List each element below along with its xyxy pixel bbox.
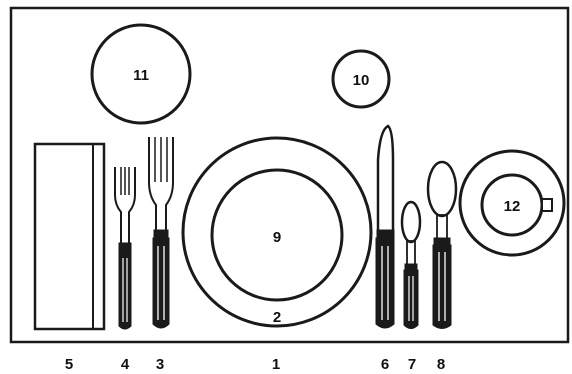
caption-knife: 6	[381, 356, 389, 373]
salad-fork	[115, 167, 135, 329]
dinner-plate-label: 2	[273, 309, 281, 326]
caption-plate: 1	[272, 356, 280, 373]
napkin	[35, 144, 104, 329]
caption-dinner-fork: 3	[156, 356, 164, 373]
cup-and-saucer-label: 12	[504, 198, 521, 215]
dinner-knife	[376, 126, 394, 328]
caption-salad-fork: 4	[121, 356, 130, 373]
caption-soup-spoon: 8	[437, 356, 445, 373]
caption-teaspoon: 7	[408, 356, 416, 373]
caption-napkin: 5	[65, 356, 73, 373]
water-glass-label: 10	[353, 72, 370, 89]
center-plate-label: 9	[273, 229, 281, 246]
teaspoon	[402, 202, 420, 329]
soup-spoon	[428, 162, 456, 329]
dinner-fork	[149, 137, 173, 328]
bread-plate-label: 11	[133, 67, 149, 84]
cup-handle	[542, 199, 552, 211]
